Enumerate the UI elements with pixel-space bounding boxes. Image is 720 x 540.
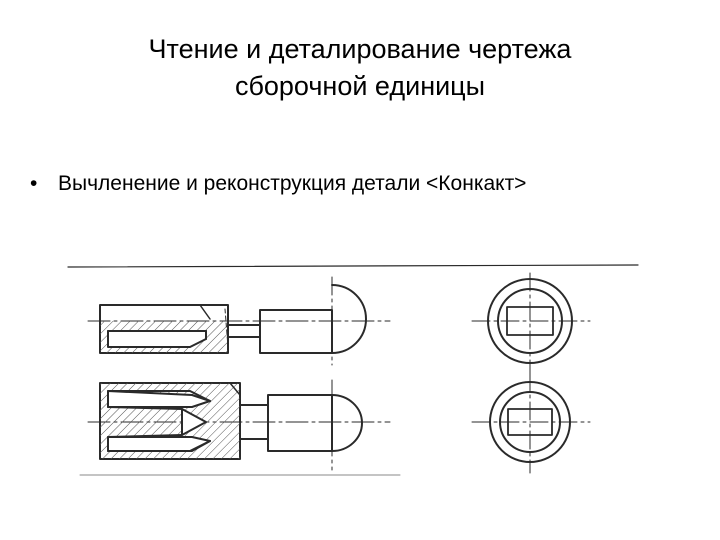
lower-bore (181, 408, 207, 436)
upper-end-view (471, 272, 591, 374)
upper-outer-circle (487, 278, 573, 364)
lower-inner-circle (499, 391, 561, 453)
technical-drawing (60, 255, 660, 485)
bullet-item: • Вычленение и реконструкция детали <Конк… (30, 170, 526, 198)
title-line-1: Чтение и деталирование чертежа (148, 34, 572, 64)
lower-part-view (87, 379, 391, 471)
lower-end-view (471, 372, 591, 474)
bullet-text: Вычленение и реконструкция детали <Конка… (58, 172, 527, 195)
title-line-2: сборочной единицы (234, 71, 486, 101)
lower-round-end (331, 394, 363, 452)
drawing-svg (67, 264, 639, 476)
lower-slot-top (107, 390, 211, 408)
upper-slot (107, 330, 207, 348)
slide-title: Чтение и деталирование чертежа сборочной… (0, 31, 720, 105)
top-border-line (67, 264, 639, 268)
bullet-marker: • (30, 172, 38, 195)
upper-inner-circle (497, 288, 563, 354)
upper-round-end (331, 284, 367, 354)
upper-neck (227, 314, 261, 344)
upper-head (259, 309, 333, 354)
lower-flats (507, 408, 553, 436)
lower-head (267, 394, 333, 452)
lower-outer-circle (489, 381, 571, 463)
upper-part-view (87, 276, 391, 366)
upper-flats (506, 306, 554, 336)
